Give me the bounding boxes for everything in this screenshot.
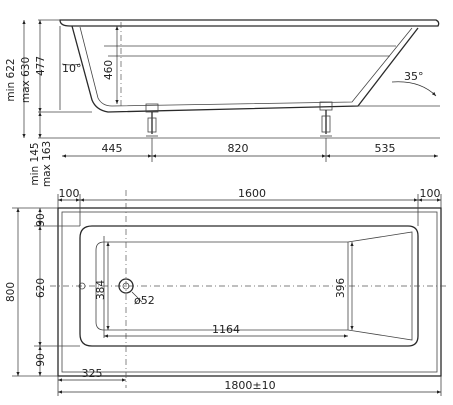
dim-820-label: 820 xyxy=(228,142,249,155)
leg-max-label: max 163 xyxy=(41,141,53,187)
dim-1800-label: 1800±10 xyxy=(224,379,275,392)
drain-circle xyxy=(118,278,134,294)
dim-535-label: 535 xyxy=(375,142,396,155)
top-outer-rim xyxy=(57,207,442,377)
dim-1164-label: 1164 xyxy=(212,323,240,336)
dim-90-bottom-label: 90 xyxy=(35,353,47,366)
dim-325-label: 325 xyxy=(82,367,103,380)
dim-384-label: 384 xyxy=(95,280,107,300)
top-view: ø52 384 396 1164 100 1600 100 800 90 62 xyxy=(5,187,448,396)
height-max-label: max 630 xyxy=(20,57,32,103)
angle-arc-right xyxy=(391,81,437,97)
dim-620-label: 620 xyxy=(35,278,47,298)
dim-445-label: 445 xyxy=(102,142,123,155)
top-basin-floor xyxy=(95,231,413,341)
dim-800-label: 800 xyxy=(5,282,17,302)
overflow-hole xyxy=(78,282,86,290)
drain-diameter-label: ø52 xyxy=(134,294,155,307)
dim-90-top-label: 90 xyxy=(35,213,47,226)
side-depth-label: 460 xyxy=(103,60,115,80)
angle-right-label: 35° xyxy=(404,70,424,83)
leg-left xyxy=(145,103,159,137)
angle-arc-left xyxy=(61,63,81,66)
leg-right xyxy=(319,101,333,137)
side-rim xyxy=(59,19,440,27)
angle-left-label: 10° xyxy=(62,62,82,75)
height-inner-label: 477 xyxy=(35,56,47,76)
dim-rim-left-label: 100 xyxy=(59,187,80,200)
side-view: 460 10° 35° min 622 max 630 4 xyxy=(5,19,440,187)
leg-min-label: min 145 xyxy=(29,142,41,185)
top-inner-rim xyxy=(61,211,438,373)
dim-396-label: 396 xyxy=(335,278,347,298)
side-body-outline xyxy=(71,25,419,113)
drain-leader xyxy=(131,291,143,303)
dim-1600-label: 1600 xyxy=(238,187,266,200)
height-min-label: min 622 xyxy=(5,58,17,101)
side-inner-line xyxy=(79,26,413,107)
top-basin-outline xyxy=(79,225,419,347)
dim-rim-right-label: 100 xyxy=(420,187,441,200)
